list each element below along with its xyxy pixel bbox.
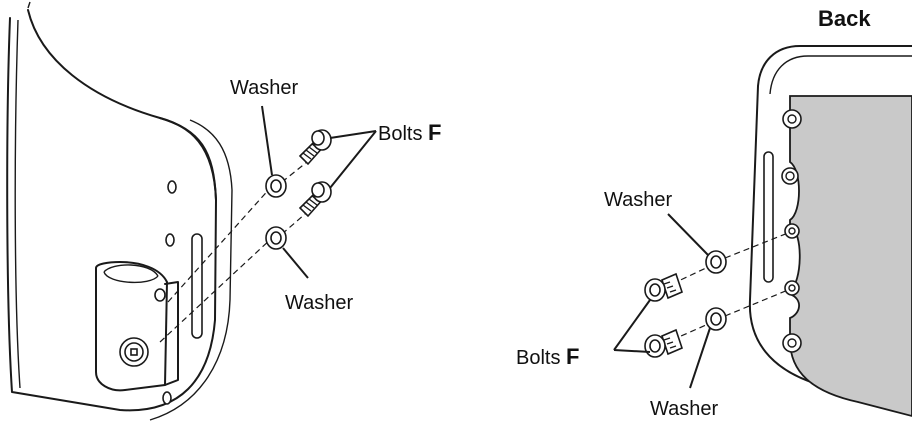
right-washer-bottom-label: Washer — [650, 398, 719, 420]
right-washer-top-label: Washer — [604, 189, 673, 211]
left-speaker-body — [6, 1, 233, 421]
right-bolt-upper — [644, 272, 683, 302]
left-mount-holes — [162, 180, 177, 405]
right-bolts-letter: F — [566, 344, 580, 369]
left-bolts-label: Bolts F — [378, 120, 442, 145]
right-washers — [705, 250, 727, 331]
left-bolts-letter: F — [428, 120, 442, 145]
right-speaker-body — [748, 45, 912, 411]
right-view-title: Back — [818, 6, 871, 31]
right-slot — [763, 151, 774, 283]
right-bolts-text: Bolts — [516, 347, 561, 369]
left-bolt-lower — [298, 181, 332, 218]
left-bolts-text: Bolts — [378, 123, 423, 145]
right-bolt-lower — [644, 328, 683, 358]
right-bolts-label: Bolts F — [516, 344, 580, 369]
left-washer-top-label: Washer — [230, 77, 299, 99]
right-alignment-lines — [671, 232, 789, 341]
right-view — [613, 45, 912, 417]
left-bolt-upper — [298, 129, 332, 166]
left-view — [6, 1, 377, 421]
right-screws — [781, 109, 802, 353]
left-bracket — [95, 261, 179, 392]
left-leader-lines — [261, 105, 377, 279]
right-leader-lines — [613, 213, 711, 389]
left-washer-bottom-label: Washer — [285, 292, 354, 314]
left-alignment-lines — [159, 157, 313, 343]
left-washers — [265, 174, 287, 250]
right-back-panel — [789, 95, 912, 417]
left-slot — [191, 233, 203, 339]
